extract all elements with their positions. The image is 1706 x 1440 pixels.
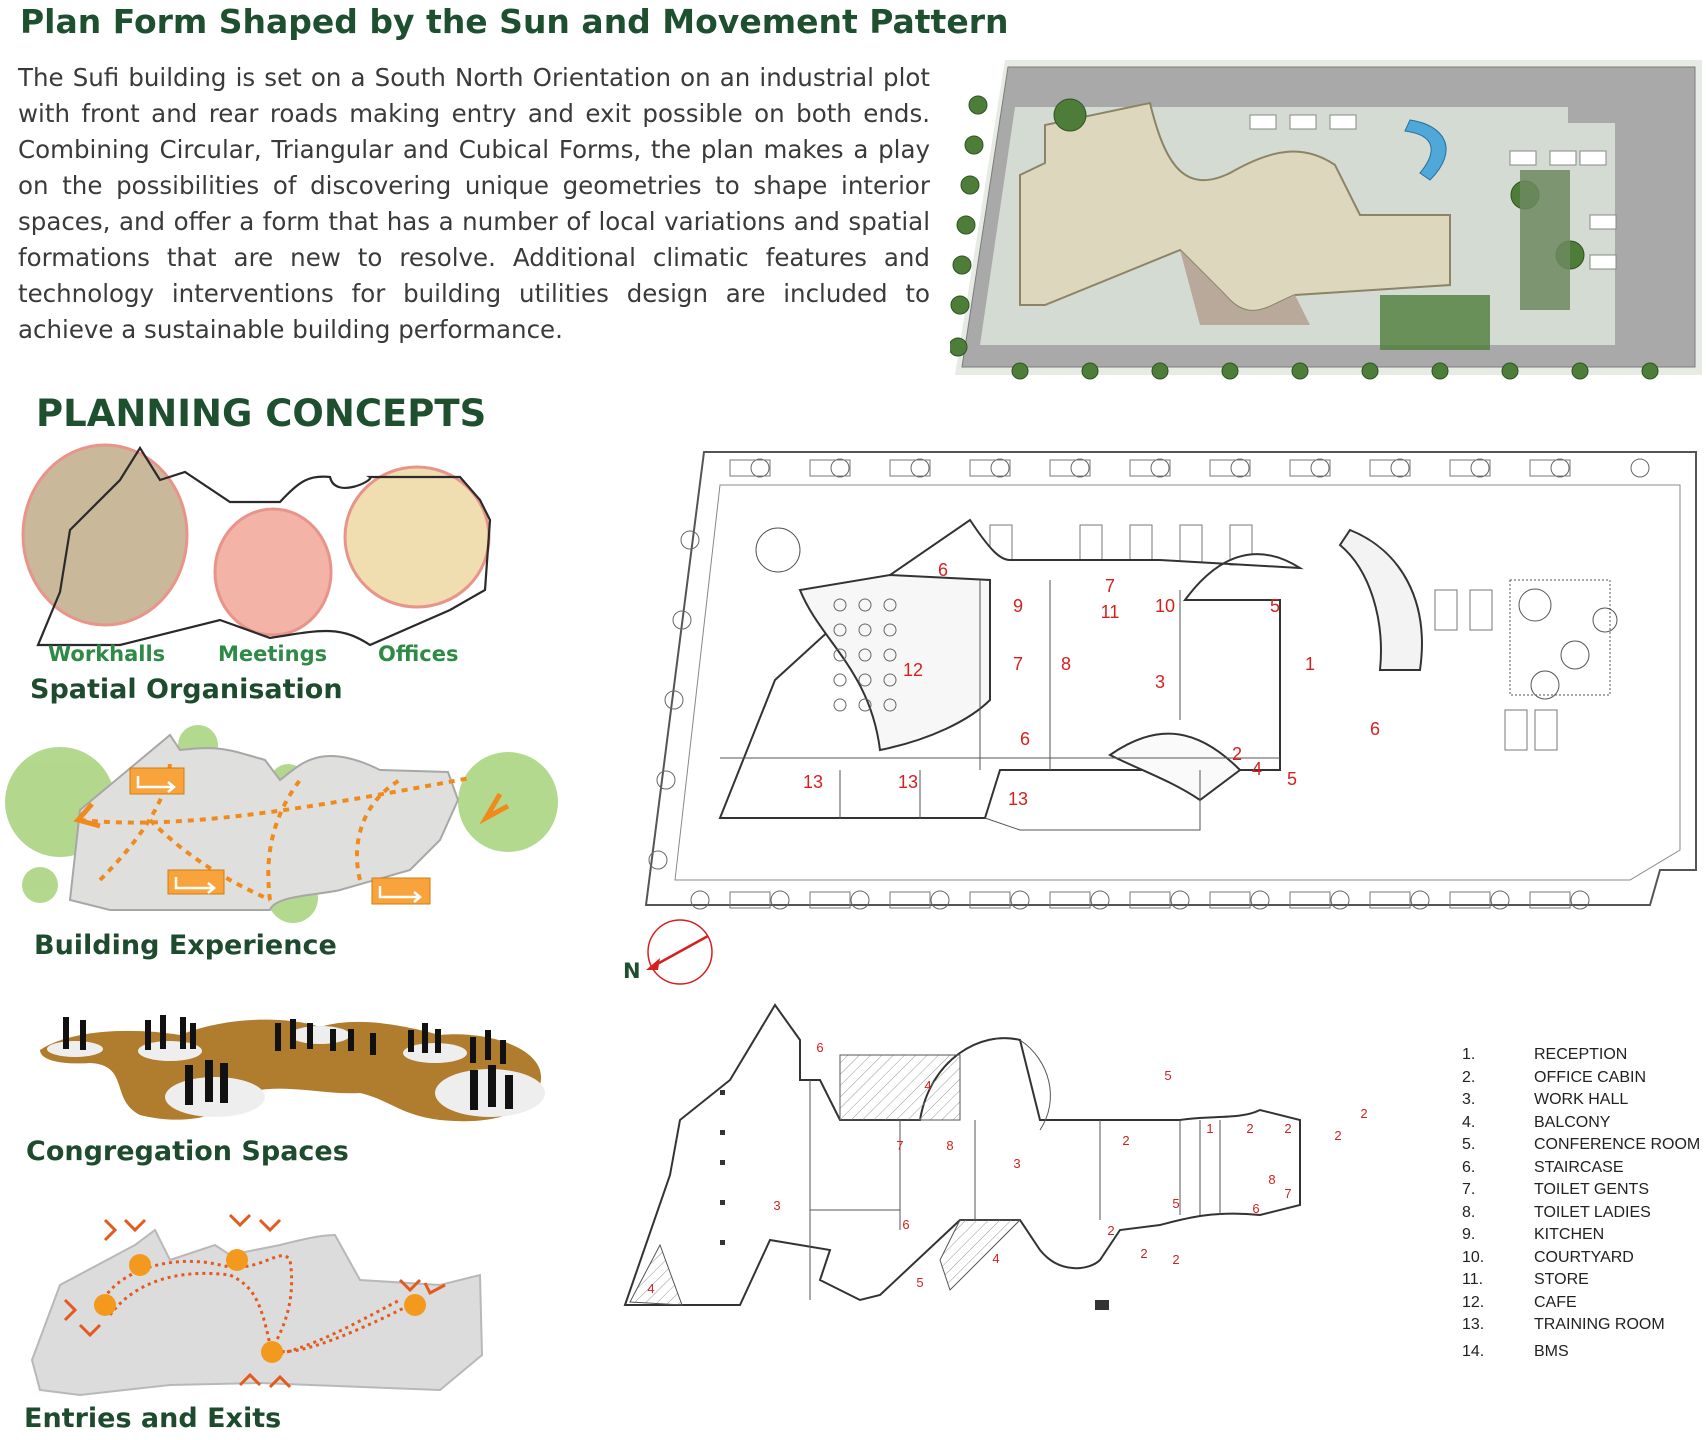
plan-label: 5 — [1270, 596, 1280, 616]
plan-label: 13 — [1008, 789, 1028, 809]
plan-label: 5 — [1287, 769, 1297, 789]
caption-entries-exits: Entries and Exits — [24, 1403, 282, 1434]
plan-label: 2 — [1140, 1246, 1147, 1261]
ground-floor-site-plan: 6 9 7 11 10 5 12 7 8 3 1 6 6 2 4 5 13 13… — [644, 451, 1697, 910]
legend-number: 9. — [1462, 1226, 1476, 1243]
plan-label: 4 — [992, 1251, 999, 1266]
legend-item: TOILET LADIES — [1534, 1203, 1651, 1221]
north-label: N — [623, 959, 641, 983]
plan-label: 1 — [1206, 1121, 1213, 1136]
plan-label: 11 — [1101, 602, 1120, 622]
legend-number: 11. — [1462, 1271, 1484, 1288]
plan-label: 5 — [916, 1275, 923, 1290]
spatial-organisation-diagram — [21, 443, 492, 647]
plan-label: 5 — [1172, 1196, 1179, 1211]
plan-label: 4 — [647, 1281, 654, 1296]
plan-label: 13 — [898, 772, 918, 792]
plan-label: 4 — [924, 1078, 931, 1093]
plan-label: 2 — [1334, 1128, 1341, 1143]
plan-label: 7 — [1013, 654, 1023, 674]
entries-exits-diagram — [30, 1213, 484, 1397]
site-rendering — [950, 60, 1702, 380]
legend-item: BMS — [1534, 1342, 1569, 1360]
plan-label: 3 — [773, 1198, 780, 1213]
zone-label-offices: Offices — [378, 642, 459, 666]
legend-item: OFFICE CABIN — [1534, 1068, 1647, 1086]
plan-label: 10 — [1155, 596, 1175, 616]
legend-number: 5. — [1462, 1136, 1476, 1153]
plan-label: 6 — [902, 1217, 909, 1232]
plan-label: 2 — [1284, 1121, 1291, 1136]
plan-label: 7 — [896, 1138, 903, 1153]
plan-label: 3 — [1155, 672, 1165, 692]
legend-item: KITCHEN — [1534, 1226, 1605, 1243]
legend-numbers: 1. 2. 3. 4. 5. 6. 7. 8. 9. 10. 11. 12. 1… — [1462, 1044, 1484, 1363]
legend-number: 4. — [1462, 1113, 1476, 1131]
legend-number: 14. — [1462, 1342, 1485, 1360]
plan-label: 7 — [1284, 1186, 1291, 1201]
legend-number: 2. — [1462, 1068, 1476, 1086]
intro-paragraph: The Sufi building is set on a South Nort… — [18, 63, 930, 344]
page-title: Plan Form Shaped by the Sun and Movement… — [20, 2, 1009, 41]
plan-label: 2 — [1122, 1133, 1129, 1148]
plan-label: 2 — [1360, 1106, 1367, 1121]
plan-label: 8 — [946, 1138, 953, 1153]
legend-item: STAIRCASE — [1534, 1158, 1624, 1176]
legend-item: STORE — [1534, 1271, 1589, 1288]
legend-item: COURTYARD — [1534, 1248, 1634, 1266]
plan-label: 9 — [1013, 596, 1023, 616]
plan-label: 4 — [1252, 759, 1262, 779]
plan-label: 6 — [1370, 719, 1380, 739]
congregation-spaces-diagram — [40, 1015, 545, 1122]
plan-label: 2 — [1232, 744, 1242, 764]
plan-label: 2 — [1172, 1252, 1179, 1267]
legend-number: 12. — [1462, 1293, 1485, 1311]
legend-item: BALCONY — [1534, 1113, 1611, 1131]
plan-label: 6 — [816, 1040, 823, 1055]
plan-label: 1 — [1305, 654, 1315, 674]
plan-label: 8 — [1061, 654, 1071, 674]
legend-number: 8. — [1462, 1203, 1476, 1221]
plan-label: 5 — [1164, 1068, 1171, 1083]
zone-label-meetings: Meetings — [218, 642, 328, 666]
plan-label: 2 — [1246, 1121, 1253, 1136]
legend-number: 3. — [1462, 1091, 1476, 1108]
legend-number: 10. — [1462, 1248, 1485, 1266]
planning-concepts-title: PLANNING CONCEPTS — [36, 392, 487, 435]
caption-spatial-organisation: Spatial Organisation — [30, 674, 343, 705]
legend-number: 13. — [1462, 1316, 1485, 1333]
plan-label: 3 — [1013, 1156, 1020, 1171]
legend-items: RECEPTION OFFICE CABIN WORK HALL BALCONY… — [1534, 1044, 1700, 1363]
caption-building-experience: Building Experience — [34, 930, 337, 961]
legend-item: CONFERENCE ROOM — [1534, 1136, 1701, 1153]
upper-floor-plan: 6 4 5 7 8 3 3 1 2 2 2 2 2 8 7 6 5 6 5 4 … — [623, 1003, 1368, 1310]
plan-label: 8 — [1268, 1172, 1275, 1187]
legend-item: RECEPTION — [1534, 1046, 1628, 1063]
plan-label: 2 — [1107, 1223, 1114, 1238]
plan-label: 6 — [1020, 729, 1030, 749]
legend-item: TOILET GENTS — [1534, 1181, 1649, 1198]
caption-congregation-spaces: Congregation Spaces — [26, 1136, 349, 1167]
plan-label: 7 — [1105, 576, 1115, 596]
zone-label-workhalls: Workhalls — [48, 642, 166, 666]
legend-number: 1. — [1462, 1046, 1476, 1063]
legend-item: TRAINING ROOM — [1534, 1316, 1665, 1333]
legend-number: 7. — [1462, 1181, 1476, 1198]
building-experience-diagram — [5, 725, 558, 923]
legend-item: CAFE — [1534, 1293, 1577, 1311]
plan-label: 12 — [903, 660, 923, 680]
plan-label: 6 — [1252, 1201, 1259, 1216]
legend-number: 6. — [1462, 1158, 1476, 1176]
plan-label: 6 — [938, 560, 948, 580]
legend-item: WORK HALL — [1534, 1091, 1629, 1108]
plan-label: 13 — [803, 772, 823, 792]
north-arrow-icon — [646, 919, 713, 985]
